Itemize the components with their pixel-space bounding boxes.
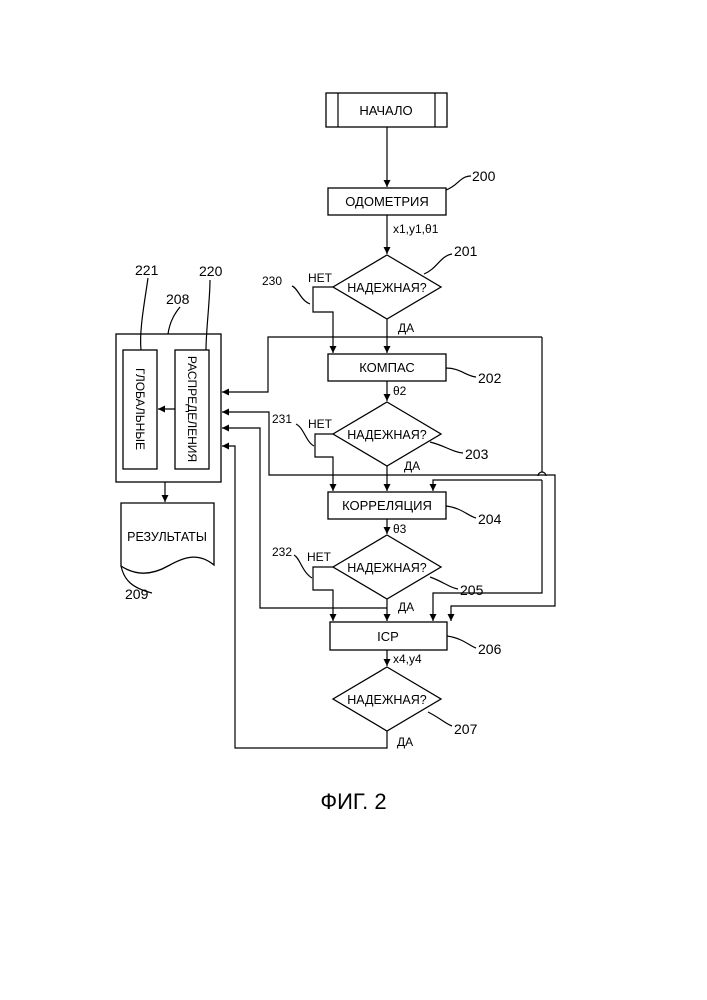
results-block: РЕЗУЛЬТАТЫ <box>121 503 214 573</box>
ref-230: 230 <box>262 274 282 288</box>
ref-206: 206 <box>478 641 502 657</box>
icp-output-label: x4,y4 <box>393 652 422 666</box>
figure-caption: ФИГ. 2 <box>0 789 707 815</box>
correlation-block: КОРРЕЛЯЦИЯ <box>328 492 446 519</box>
correlation-output-label: θ3 <box>393 522 407 536</box>
ref-232: 232 <box>272 545 292 559</box>
icp-label: ICP <box>377 629 399 644</box>
ref-220: 220 <box>199 263 223 279</box>
odometry-block: ОДОМЕТРИЯ <box>328 188 446 215</box>
ref-204: 204 <box>478 511 502 527</box>
odometry-label: ОДОМЕТРИЯ <box>345 194 429 209</box>
decision-203: НАДЕЖНАЯ? <box>333 402 441 466</box>
ref-208: 208 <box>166 291 190 307</box>
odometry-output-label: x1,y1,θ1 <box>393 222 439 236</box>
compass-label: КОМПАС <box>359 360 415 375</box>
results-label: РЕЗУЛЬТАТЫ <box>127 530 207 544</box>
yes-label-201: ДА <box>398 321 414 335</box>
no-label-201: НЕТ <box>308 271 333 285</box>
start-block: НАЧАЛО <box>326 93 447 127</box>
decision-203-label: НАДЕЖНАЯ? <box>347 428 427 442</box>
compass-output-label: θ2 <box>393 384 407 398</box>
compass-block: КОМПАС <box>328 354 446 381</box>
storage-block-208: ГЛОБАЛЬНЫЕ РАСПРЕДЕЛЕНИЯ <box>116 334 221 482</box>
yes-label-205: ДА <box>398 600 414 614</box>
ref-200: 200 <box>472 168 496 184</box>
ref-202: 202 <box>478 370 502 386</box>
ref-231: 231 <box>272 412 292 426</box>
no-label-203: НЕТ <box>308 417 333 431</box>
decision-201: НАДЕЖНАЯ? <box>333 255 441 319</box>
ref-201: 201 <box>454 243 478 259</box>
icp-block: ICP <box>330 622 447 650</box>
ref-221: 221 <box>135 262 159 278</box>
start-label: НАЧАЛО <box>359 103 412 118</box>
ref-205: 205 <box>460 582 484 598</box>
decision-205-label: НАДЕЖНАЯ? <box>347 561 427 575</box>
ref-203: 203 <box>465 446 489 462</box>
decision-207-label: НАДЕЖНАЯ? <box>347 693 427 707</box>
ref-207: 207 <box>454 721 478 737</box>
yes-label-203: ДА <box>404 459 420 473</box>
correlation-label: КОРРЕЛЯЦИЯ <box>342 498 432 513</box>
decision-201-label: НАДЕЖНАЯ? <box>347 281 427 295</box>
decision-205: НАДЕЖНАЯ? <box>333 535 441 599</box>
yes-label-207: ДА <box>397 735 413 749</box>
distribution-label: РАСПРЕДЕЛЕНИЯ <box>185 356 199 462</box>
ref-209: 209 <box>125 586 149 602</box>
no-label-205: НЕТ <box>307 550 332 564</box>
decision-207: НАДЕЖНАЯ? <box>333 667 441 731</box>
global-label: ГЛОБАЛЬНЫЕ <box>133 368 147 450</box>
